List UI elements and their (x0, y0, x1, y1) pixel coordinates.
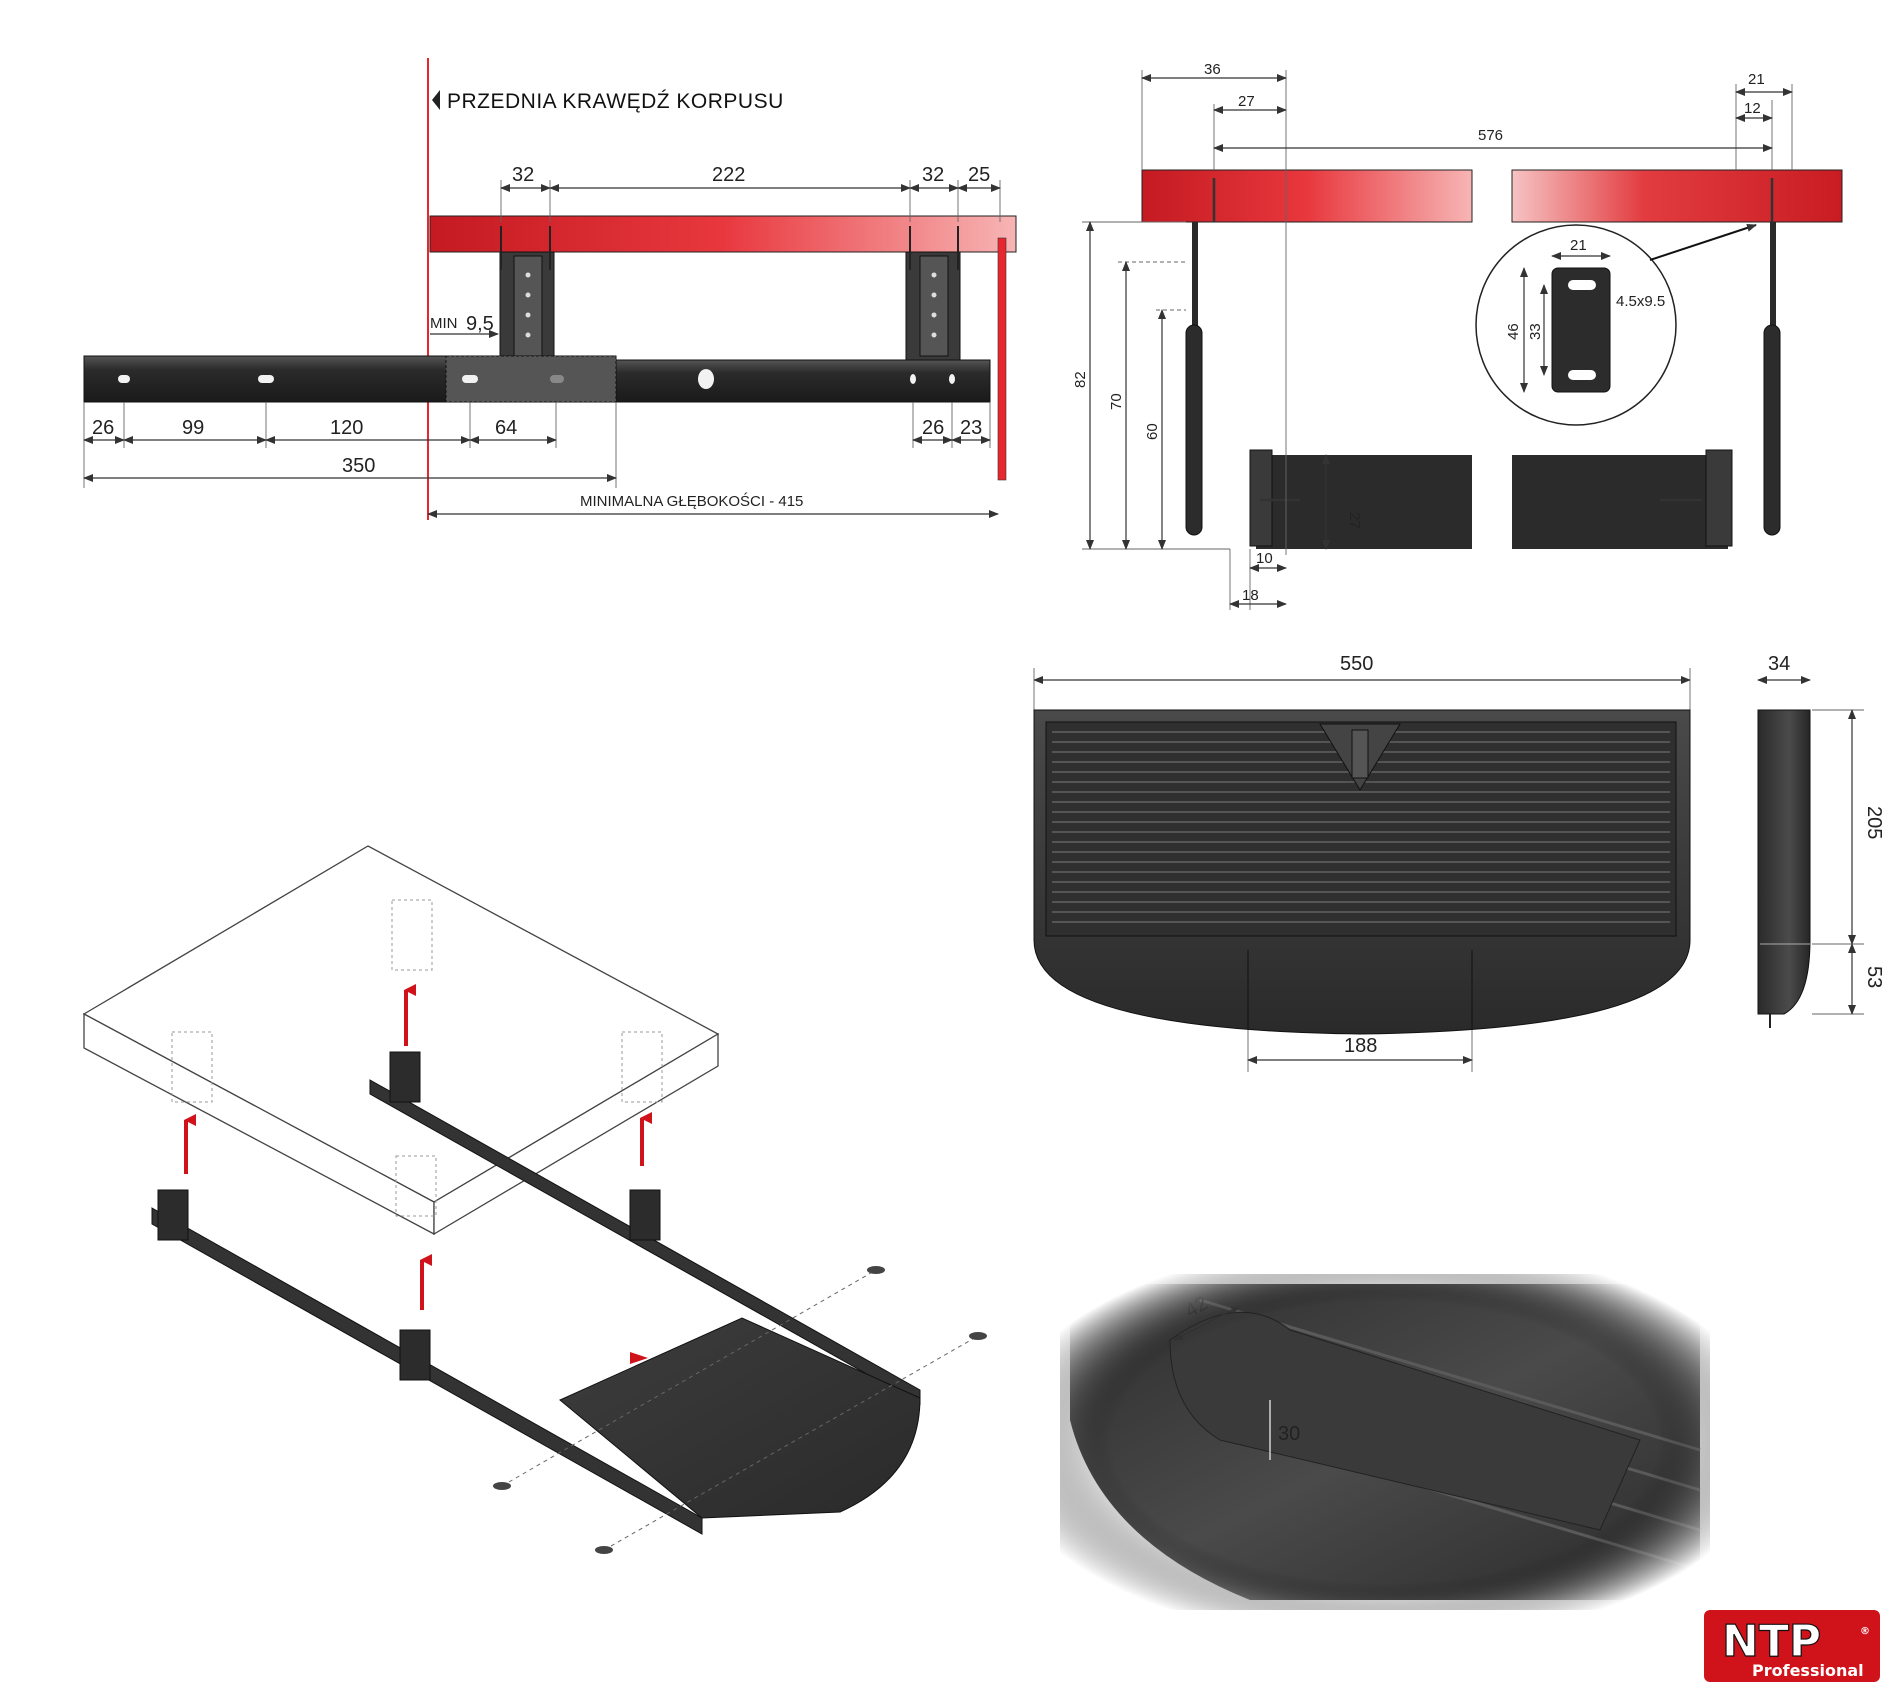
detail-21: 21 (1570, 237, 1587, 254)
tray-section-left (1256, 455, 1472, 549)
dim-bot-120: 120 (330, 417, 363, 439)
iso-brackets (157, 1051, 661, 1381)
min-value: 9,5 (466, 313, 494, 335)
front-view: 36 27 21 12 576 82 70 60 27 10 18 (1072, 61, 1843, 610)
iso-bracket-ghosts (171, 899, 663, 1217)
back-panel (997, 237, 1007, 481)
tray-side-view: 34 205 53 (1757, 653, 1885, 1028)
logo-name: NTP (1722, 1616, 1821, 1667)
rail-right-vertical (1763, 324, 1781, 536)
rail-inner (615, 359, 991, 403)
logo-sub: Professional (1752, 1661, 1864, 1680)
front-edge-label: PRZEDNIA KRAWĘDŹ KORPUSU (447, 90, 784, 113)
detail-33: 33 (1527, 323, 1544, 340)
dim-60: 60 (1144, 423, 1161, 440)
logo-background (1704, 1610, 1880, 1682)
min-depth-label: MINIMALNA GŁĘBOKOŚCI - 415 (580, 492, 803, 510)
bracket-right (905, 251, 961, 361)
dim-27-vertical: 27 (1346, 512, 1363, 529)
iso-arrows (184, 984, 652, 1310)
tray-width-dim: 550 (1340, 653, 1373, 675)
tray-top-view: 550 188 (1033, 653, 1691, 1072)
tray-ribs (1052, 731, 1670, 923)
min-prefix: MIN (430, 315, 458, 332)
tray-detail: 42 30 (1060, 1274, 1710, 1610)
dim-bot-26b: 26 (922, 417, 944, 439)
dim-21: 21 (1748, 71, 1765, 88)
iso-rail-back (369, 1079, 921, 1405)
bracket-plate (1551, 267, 1611, 393)
dim-18: 18 (1242, 587, 1259, 604)
dim-70: 70 (1108, 393, 1125, 410)
dim-top-222: 222 (712, 164, 745, 186)
cabinet-board (429, 215, 1017, 253)
tray-side-body (1757, 709, 1811, 1015)
tray-height-dim: 34 (1768, 653, 1790, 675)
front-edge-pointer-icon (432, 90, 440, 110)
dim-bot-23: 23 (960, 417, 982, 439)
iso-tray (559, 1317, 921, 1519)
iso-screws (493, 1266, 987, 1554)
dim-10: 10 (1256, 550, 1273, 567)
rail-holes (118, 369, 955, 389)
bracket-detail: 21 46 33 4.5x9.5 (1475, 224, 1757, 426)
dim-top-32b: 32 (922, 164, 944, 186)
bracket-left (499, 251, 555, 361)
iso-direction-arrow-icon (630, 1352, 648, 1364)
board-right (1511, 169, 1843, 223)
side-view: PRZEDNIA KRAWĘDŹ KORPUSU (83, 58, 1017, 520)
dim-bot-99: 99 (182, 417, 204, 439)
dim-12: 12 (1744, 100, 1761, 117)
logo-reg: ® (1860, 1626, 1870, 1637)
rail-slider (445, 355, 617, 403)
dim-82: 82 (1072, 371, 1089, 388)
dim-576: 576 (1478, 127, 1503, 144)
dim-bot-64: 64 (495, 417, 517, 439)
iso-desk-top (82, 845, 720, 1203)
tray-handle-dim: 188 (1344, 1035, 1377, 1057)
detail-slot: 4.5x9.5 (1616, 293, 1665, 310)
front-dims: 36 27 21 12 576 82 70 60 27 10 18 (1072, 61, 1793, 610)
tray-front-dim: 53 (1863, 966, 1885, 988)
side-bottom-dims: 26 99 120 64 26 23 350 MINIMALNA GŁĘBOKO… (83, 402, 999, 518)
dim-27: 27 (1238, 93, 1255, 110)
dim-top-25: 25 (968, 164, 990, 186)
dim-36: 36 (1204, 61, 1221, 78)
front-screws (1212, 178, 1774, 502)
side-top-dims: 32 222 32 25 (500, 164, 1001, 222)
dim-bot-26a: 26 (92, 417, 114, 439)
ntp-logo: NTP ® Professional (1704, 1610, 1880, 1682)
dim-top-32a: 32 (512, 164, 534, 186)
dim-350: 350 (342, 455, 375, 477)
rail-left-vertical (1185, 324, 1203, 536)
board-left (1141, 169, 1473, 223)
isometric-assembly (82, 845, 987, 1554)
detail-46: 46 (1505, 323, 1522, 340)
tray-depth-dim: 205 (1863, 806, 1885, 839)
tray-section-right (1512, 455, 1728, 549)
screws-side (500, 226, 959, 270)
